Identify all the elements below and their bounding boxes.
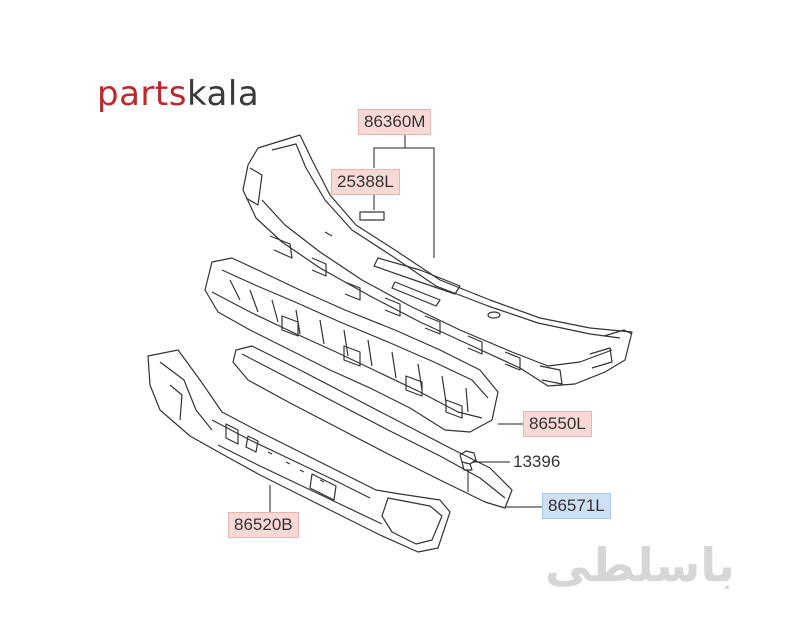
- bumper-beam-strip-part: [232, 345, 513, 509]
- callout-86360M: 86360M: [358, 109, 432, 135]
- bolt-13396-part: [459, 450, 477, 471]
- callout-25388L: 25388L: [331, 169, 400, 195]
- bumper-rail-part: [147, 349, 451, 553]
- leader-lines: [269, 133, 545, 512]
- callout-86571L: 86571L: [542, 493, 611, 519]
- callout-13396: 13396: [513, 452, 561, 471]
- callout-86520B: 86520B: [228, 512, 299, 538]
- logo-kala-text: kala: [186, 74, 260, 114]
- logo-parts-text: parts: [97, 74, 187, 114]
- watermark-text: باسلطی: [545, 538, 735, 592]
- partskala-logo: partskala: [97, 72, 259, 116]
- energy-absorber-part: [204, 257, 499, 433]
- upper-cover-part: [242, 134, 633, 387]
- callout-86550L: 86550L: [523, 411, 592, 437]
